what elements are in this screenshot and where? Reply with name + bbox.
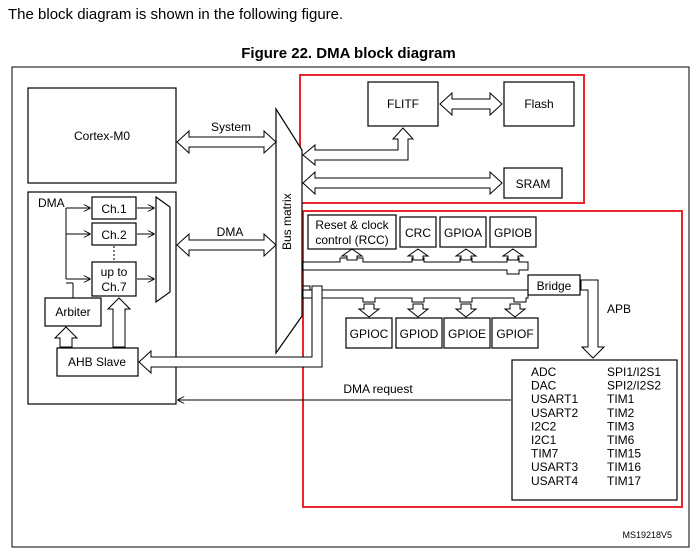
channel-2-block: Ch.2 [91, 222, 137, 246]
system-bus-label: System [211, 120, 251, 134]
ahb-slave-block: AHB Slave [56, 347, 139, 377]
gpiod-label: GPIOD [400, 327, 439, 341]
channel-2-label: Ch.2 [101, 228, 127, 242]
bus-to-flitf-arrow [302, 127, 415, 167]
ahb-to-channels-arrow [106, 297, 132, 348]
arbiter-label: Arbiter [55, 305, 90, 319]
apb-peripheral-item: TIM15 [607, 447, 641, 461]
apb-peripheral-item: TIM1 [607, 392, 635, 406]
ahb-peripheral-bus-top [302, 257, 529, 275]
memory-highlight-box [299, 74, 585, 204]
arbiter-block: Arbiter [44, 297, 102, 327]
apb-peripherals-right-column: SPI1/I2S1SPI2/I2S2TIM1TIM2TIM3TIM6TIM15T… [607, 365, 661, 488]
apb-peripheral-item: USART4 [531, 474, 578, 488]
gpioe-block: GPIOE [443, 317, 491, 349]
figure-title: Figure 22. DMA block diagram [241, 45, 456, 62]
channel-1-label: Ch.1 [101, 202, 127, 216]
system-bus-arrow [176, 129, 277, 155]
gpiod-block: GPIOD [395, 317, 443, 349]
sram-block: SRAM [503, 167, 563, 199]
apb-peripherals-left-column: ADCDACUSART1USART2I2C2I2C1TIM7USART3USAR… [531, 365, 578, 488]
apb-peripheral-item: USART1 [531, 392, 578, 406]
apb-peripheral-item: I2C2 [531, 419, 557, 433]
rcc-label-line1: Reset & clock [315, 218, 389, 232]
apb-peripheral-item: TIM17 [607, 474, 641, 488]
channel-1-block: Ch.1 [91, 196, 137, 220]
dma-bus-arrow [176, 232, 277, 258]
intro-text: The block diagram is shown in the follow… [8, 6, 344, 23]
bus-matrix [275, 106, 303, 355]
dma-request-label: DMA request [343, 382, 413, 396]
crc-label: CRC [405, 226, 431, 240]
flash-block: Flash [503, 81, 575, 127]
channel-7-label-line2: Ch.7 [101, 280, 127, 294]
flitf-label: FLITF [387, 97, 419, 111]
apb-peripherals-block [511, 359, 678, 501]
apb-peripheral-item: TIM2 [607, 406, 635, 420]
gpiob-label: GPIOB [494, 226, 532, 240]
cortex-m0-label: Cortex-M0 [74, 129, 130, 143]
figure-id-label: MS19218V5 [622, 530, 672, 540]
gpioc-block: GPIOC [345, 317, 393, 349]
apb-peripheral-item: SPI2/I2S2 [607, 379, 661, 393]
channel-7-label-line1: up to [101, 265, 128, 279]
flitf-block: FLITF [367, 81, 439, 127]
apb-peripheral-item: USART2 [531, 406, 578, 420]
gpioc-label: GPIOC [350, 327, 389, 341]
lower-row-arrows [357, 303, 527, 318]
crc-block: CRC [399, 216, 437, 248]
channel-multiplexer [155, 195, 171, 304]
bus-to-ahb-slave-arrow [138, 285, 323, 375]
figure-frame [11, 66, 690, 548]
upper-row-arrows [340, 248, 525, 261]
gpiof-block: GPIOF [491, 317, 539, 349]
rcc-block: Reset & clock control (RCC) [307, 214, 397, 250]
apb-peripheral-item: TIM16 [607, 460, 641, 474]
bus-matrix-label: Bus matrix [280, 193, 294, 250]
gpioa-block: GPIOA [439, 216, 487, 248]
apb-peripheral-item: ADC [531, 365, 557, 379]
channel-7-block: up to Ch.7 [91, 261, 137, 297]
dma-label: DMA [38, 196, 65, 210]
rcc-label-line2: control (RCC) [315, 233, 388, 247]
bridge-block: Bridge [527, 274, 581, 296]
gpioe-label: GPIOE [448, 327, 486, 341]
ahb-peripheral-bus-bottom [302, 289, 529, 303]
apb-peripheral-item: I2C1 [531, 433, 557, 447]
ahb-slave-label: AHB Slave [68, 355, 126, 369]
apb-peripheral-item: SPI1/I2S1 [607, 365, 661, 379]
apb-peripheral-item: TIM3 [607, 419, 635, 433]
dma-bus-label: DMA [217, 225, 244, 239]
apb-label: APB [607, 302, 631, 316]
bus-to-peripherals-link [303, 285, 311, 290]
channel-input-lines [65, 208, 90, 279]
apb-peripheral-item: TIM7 [531, 447, 559, 461]
gpioa-label: GPIOA [444, 226, 482, 240]
bus-to-sram-arrow [302, 170, 503, 196]
cortex-m0-block: Cortex-M0 [27, 87, 177, 184]
apb-arrow [580, 279, 606, 359]
apb-peripheral-item: USART3 [531, 460, 578, 474]
gpiof-label: GPIOF [496, 327, 533, 341]
sram-label: SRAM [516, 177, 551, 191]
flitf-flash-arrow [439, 91, 503, 117]
apb-peripheral-item: TIM6 [607, 433, 635, 447]
ahb-to-arbiter-arrow [53, 326, 79, 348]
gpiob-block: GPIOB [489, 216, 537, 248]
flash-label: Flash [524, 97, 553, 111]
apb-peripheral-item: DAC [531, 379, 557, 393]
bridge-label: Bridge [537, 279, 572, 293]
channel-output-lines [137, 208, 154, 279]
